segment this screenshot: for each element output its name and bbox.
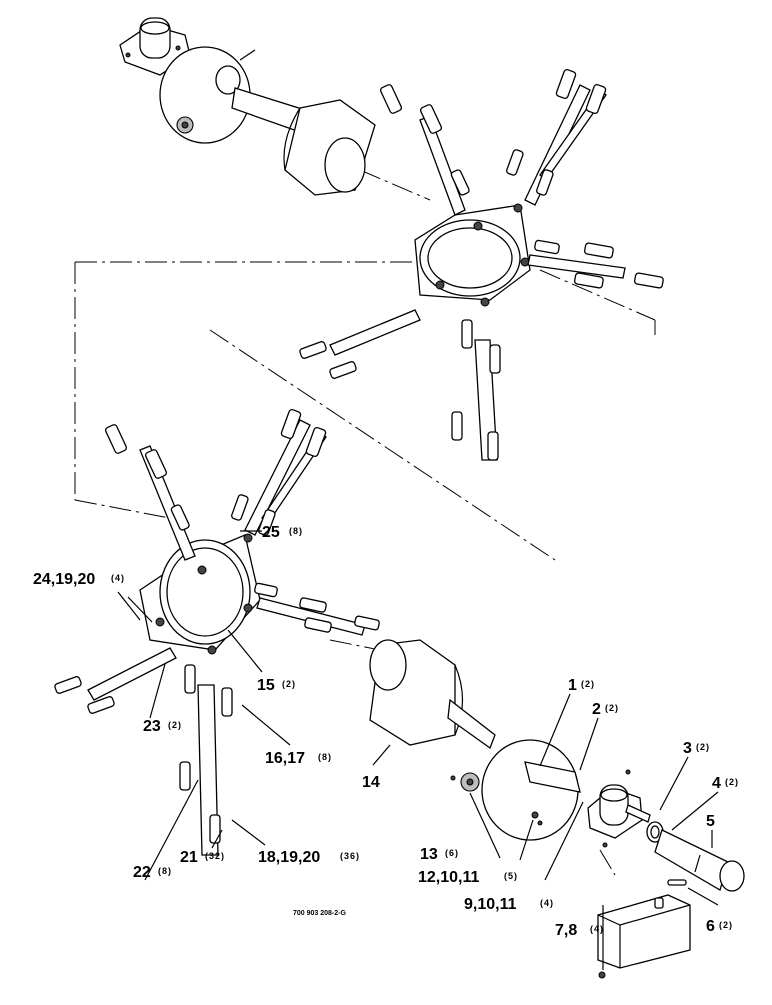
- lower-spider-hub: [139, 533, 261, 655]
- callout-label-25: 25: [262, 524, 280, 541]
- leader-lines: [117, 530, 719, 970]
- callout-label-13: 13: [420, 846, 438, 863]
- callout-qty-6: (2): [719, 920, 733, 930]
- top-bearing-bracket: [119, 17, 191, 76]
- top-shaft: [231, 87, 306, 133]
- callout-label-21: 21: [180, 849, 198, 866]
- lower-drum: [369, 639, 464, 746]
- callout-qty-13: (6): [445, 848, 459, 858]
- callout-qty-21: (32): [205, 851, 225, 861]
- callout-label-14: 14: [362, 774, 380, 791]
- callout-qty-22: (8): [158, 866, 172, 876]
- lower-bearing-bracket: [587, 769, 651, 848]
- callout-label-12-10-11: 12,10,11: [418, 869, 480, 886]
- callout-label-3: 3: [683, 740, 692, 757]
- lower-spider-arms: [54, 408, 380, 856]
- callout-qty-16-17: (8): [318, 752, 332, 762]
- callout-qty-1: (2): [581, 679, 595, 689]
- callout-labels: 25 (8) 24,19,20 (4) 15 (2) 23 (2) 16,17 …: [33, 524, 739, 939]
- callout-qty-9-10-11: (4): [540, 898, 554, 908]
- callout-qty-25: (8): [289, 526, 303, 536]
- top-drum: [283, 99, 376, 196]
- lower-stub-shaft: [654, 829, 745, 892]
- callout-label-18-19-20: 18,19,20: [258, 849, 320, 866]
- callout-label-9-10-11: 9,10,11: [464, 896, 517, 913]
- callout-qty-3: (2): [696, 742, 710, 752]
- top-spider-arms: [299, 68, 664, 461]
- key-pin: [667, 879, 687, 886]
- callout-label-6: 6: [706, 918, 715, 935]
- callout-label-1: 1: [568, 677, 577, 694]
- callout-label-5: 5: [706, 813, 715, 830]
- shield-guard: [597, 894, 691, 979]
- callout-label-22: 22: [133, 864, 151, 881]
- top-spider-hub: [414, 203, 531, 307]
- callout-label-4: 4: [712, 775, 721, 792]
- callout-qty-4: (2): [725, 777, 739, 787]
- lower-shaft: [447, 698, 496, 750]
- callout-qty-2: (2): [605, 703, 619, 713]
- callout-qty-24-19-20: (4): [111, 573, 125, 583]
- callout-qty-23: (2): [168, 720, 182, 730]
- callout-qty-7-8: (4): [590, 924, 604, 934]
- callout-label-16-17: 16,17: [265, 750, 305, 767]
- callout-label-2: 2: [592, 701, 601, 718]
- callout-qty-12-10-11: (5): [504, 871, 518, 881]
- drawing-code: 700 903 208-2-G: [293, 910, 346, 917]
- callout-label-23: 23: [143, 718, 161, 735]
- callout-label-24-19-20: 24,19,20: [33, 571, 95, 588]
- callout-label-15: 15: [257, 677, 275, 694]
- top-end-plate: [159, 46, 256, 144]
- callout-qty-15: (2): [282, 679, 296, 689]
- callout-label-7-8: 7,8: [555, 922, 577, 939]
- callout-qty-18-19-20: (36): [340, 851, 360, 861]
- lower-end-plate: [450, 739, 581, 841]
